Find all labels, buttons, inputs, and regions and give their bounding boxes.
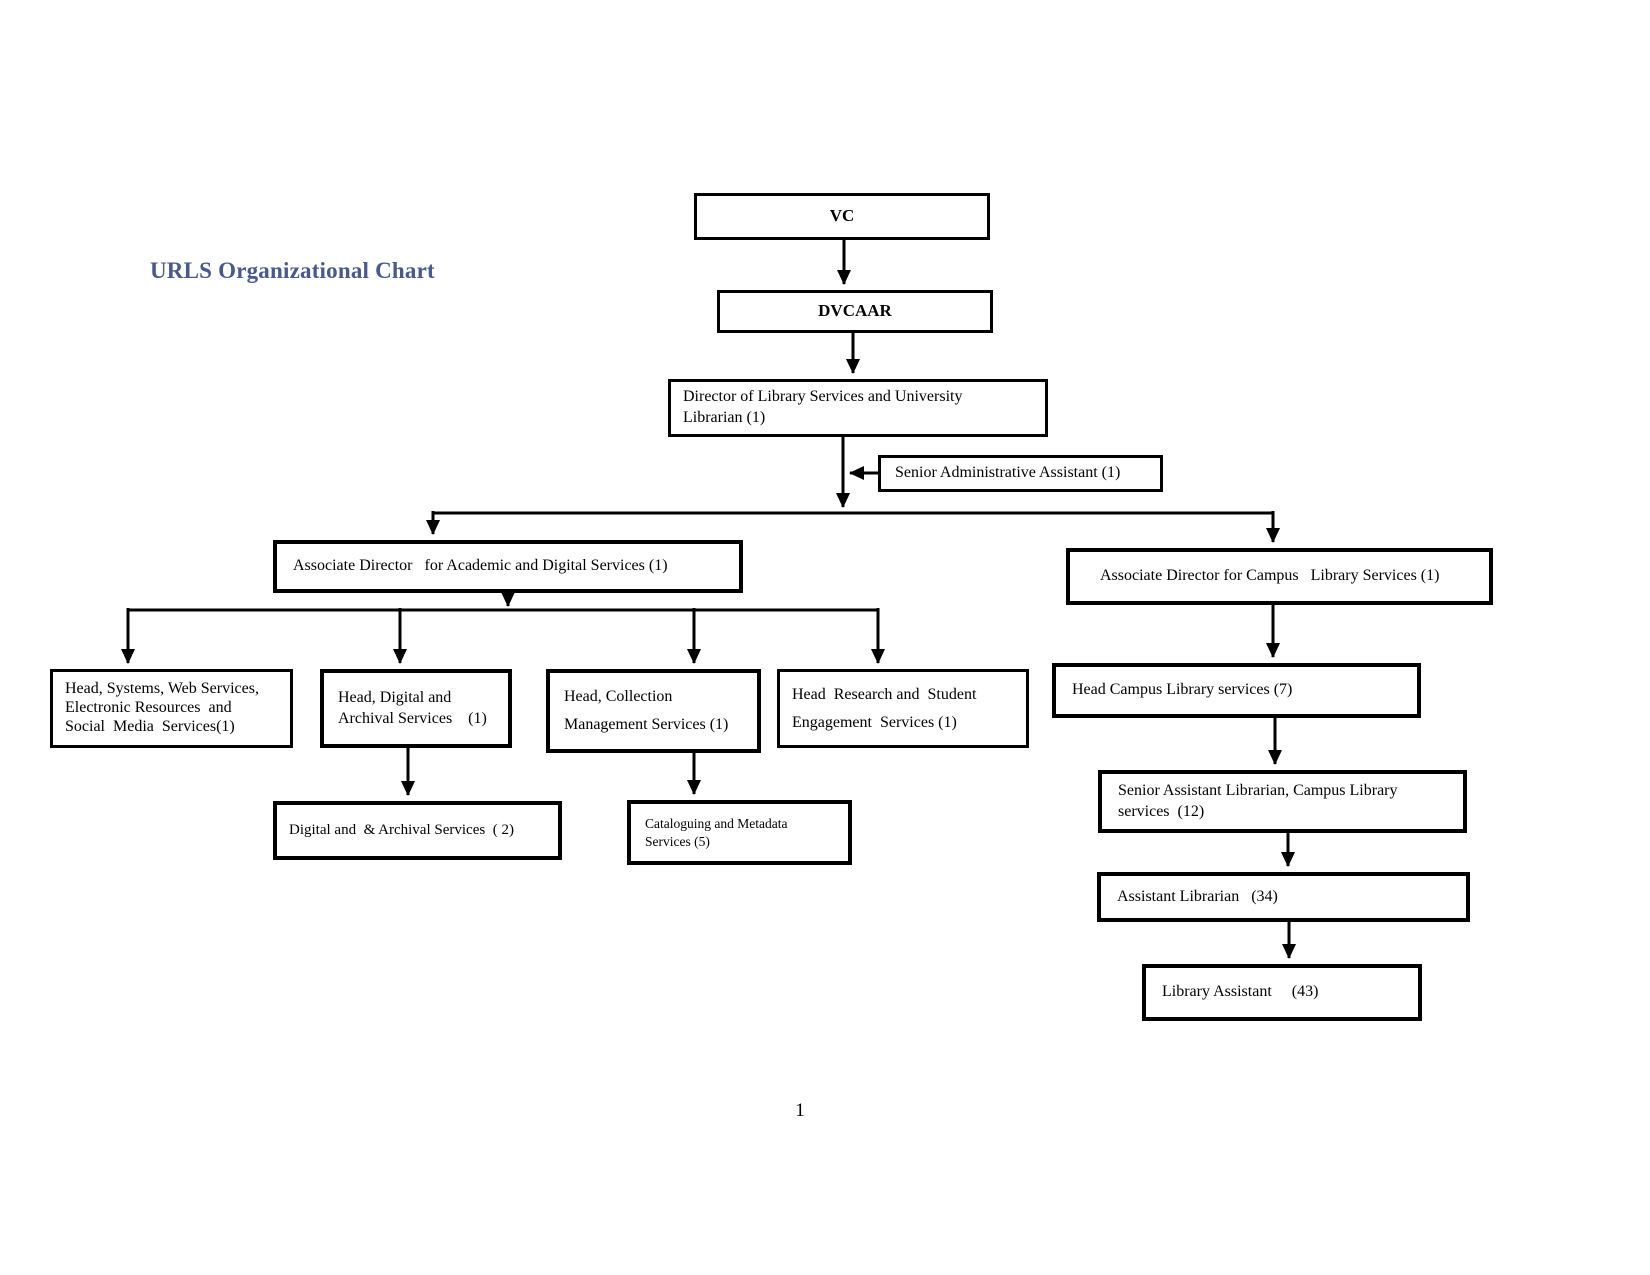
- node-cataloguing: Cataloguing and Metadata Services (5): [627, 800, 852, 865]
- page-number: 1: [795, 1100, 805, 1121]
- node-head-research: Head Research and Student Engagement Ser…: [777, 669, 1029, 748]
- node-assoc-dir-academic: Associate Director for Academic and Digi…: [273, 540, 743, 593]
- page-title: URLS Organizational Chart: [150, 258, 435, 283]
- node-vc: VC: [694, 193, 990, 240]
- node-assistant-librarian: Assistant Librarian (34): [1097, 872, 1470, 922]
- node-senior-asst-librarian: Senior Assistant Librarian, Campus Libra…: [1098, 770, 1467, 833]
- node-head-collection: Head, Collection Management Services (1): [546, 669, 761, 753]
- node-head-campus: Head Campus Library services (7): [1052, 663, 1421, 718]
- node-head-systems: Head, Systems, Web Services, Electronic …: [50, 669, 293, 748]
- node-director: Director of Library Services and Univers…: [668, 379, 1048, 437]
- node-senior-admin-assistant: Senior Administrative Assistant (1): [878, 455, 1163, 492]
- node-digital-archival: Digital and & Archival Services ( 2): [273, 801, 562, 860]
- node-head-digital: Head, Digital and Archival Services (1): [320, 669, 512, 748]
- node-assoc-dir-campus: Associate Director for Campus Library Se…: [1066, 548, 1493, 605]
- node-dvcaar: DVCAAR: [717, 290, 993, 333]
- node-library-assistant: Library Assistant (43): [1142, 964, 1422, 1021]
